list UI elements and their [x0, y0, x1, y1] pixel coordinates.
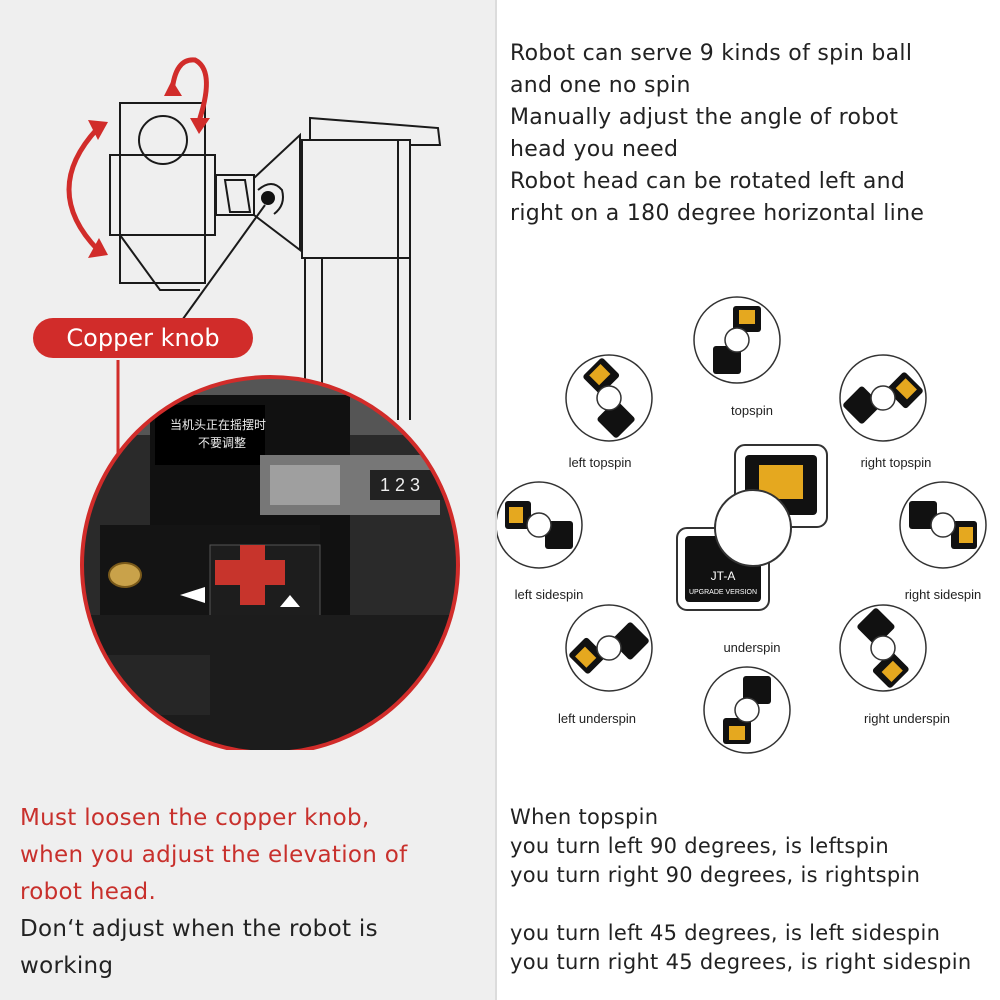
instruction-line-2: you turn left 90 degrees, is leftspin	[510, 834, 889, 858]
robot-head-line-drawing	[66, 57, 442, 420]
underspin-circle	[703, 666, 791, 754]
feature-line-6: right on a 180 degree horizontal line	[510, 201, 925, 226]
copper-knob-label: Copper knob	[33, 318, 253, 358]
warning-line-3: robot head.	[20, 879, 157, 905]
instruction-line-3: you turn right 90 degrees, is rightspin	[510, 863, 921, 887]
label-underspin: underspin	[723, 640, 780, 655]
left-sidespin-circle	[497, 481, 583, 569]
instruction-line-5: you turn right 45 degrees, is right side…	[510, 950, 972, 974]
robot-head-photo: 当机头正在摇摆时 不要调整 1 2 3	[80, 375, 460, 750]
label-right-sidespin: right sidespin	[905, 587, 982, 602]
warning-line-5: working	[20, 953, 114, 979]
feature-line-5: Robot head can be rotated left and	[510, 169, 906, 194]
instructions-text: When topspin you turn left 90 degrees, i…	[510, 803, 998, 977]
center-robot-logo: JT-A UPGRADE VERSION	[676, 444, 828, 611]
features-text: Robot can serve 9 kinds of spin ball and…	[510, 38, 990, 230]
feature-line-3: Manually adjust the angle of robot	[510, 105, 899, 130]
center-model-label: JT-A	[711, 569, 736, 583]
warning-line-1: Must loosen the copper knob,	[20, 805, 370, 831]
right-topspin-circle	[839, 354, 927, 442]
instruction-line-1: When topspin	[510, 805, 659, 829]
label-left-underspin: left underspin	[558, 711, 636, 726]
photo-scale-digits: 1 2 3	[380, 475, 420, 495]
warning-line-4: Don‘t adjust when the robot is	[20, 916, 378, 942]
knob-pivot-dot	[261, 191, 275, 205]
warning-text: Must loosen the copper knob, when you ad…	[20, 800, 490, 985]
spin-circles	[497, 296, 987, 754]
topspin-circle	[693, 296, 781, 384]
photo-sign-line1: 当机头正在摇摆时	[170, 418, 266, 432]
feature-line-1: Robot can serve 9 kinds of spin ball	[510, 41, 913, 66]
panel-divider	[495, 0, 497, 1000]
feature-line-2: and one no spin	[510, 73, 691, 98]
feature-line-4: head you need	[510, 137, 679, 162]
right-sidespin-circle	[899, 481, 987, 569]
instruction-line-4: you turn left 45 degrees, is left sidesp…	[510, 921, 941, 945]
copper-knob	[108, 562, 142, 588]
warning-line-2: when you adjust the elevation of	[20, 842, 408, 868]
label-right-topspin: right topspin	[861, 455, 932, 470]
photo-sign-line2: 不要调整	[198, 435, 246, 450]
center-version-label: UPGRADE VERSION	[689, 589, 757, 596]
left-topspin-circle	[565, 354, 653, 442]
right-underspin-circle	[839, 604, 927, 692]
label-left-sidespin: left sidespin	[515, 587, 584, 602]
spin-diagram: JT-A UPGRADE VERSION topspin left topspi…	[497, 296, 987, 754]
label-right-underspin: right underspin	[864, 711, 950, 726]
label-topspin: topspin	[731, 403, 773, 418]
label-left-topspin: left topspin	[569, 455, 632, 470]
left-underspin-circle	[565, 604, 653, 692]
